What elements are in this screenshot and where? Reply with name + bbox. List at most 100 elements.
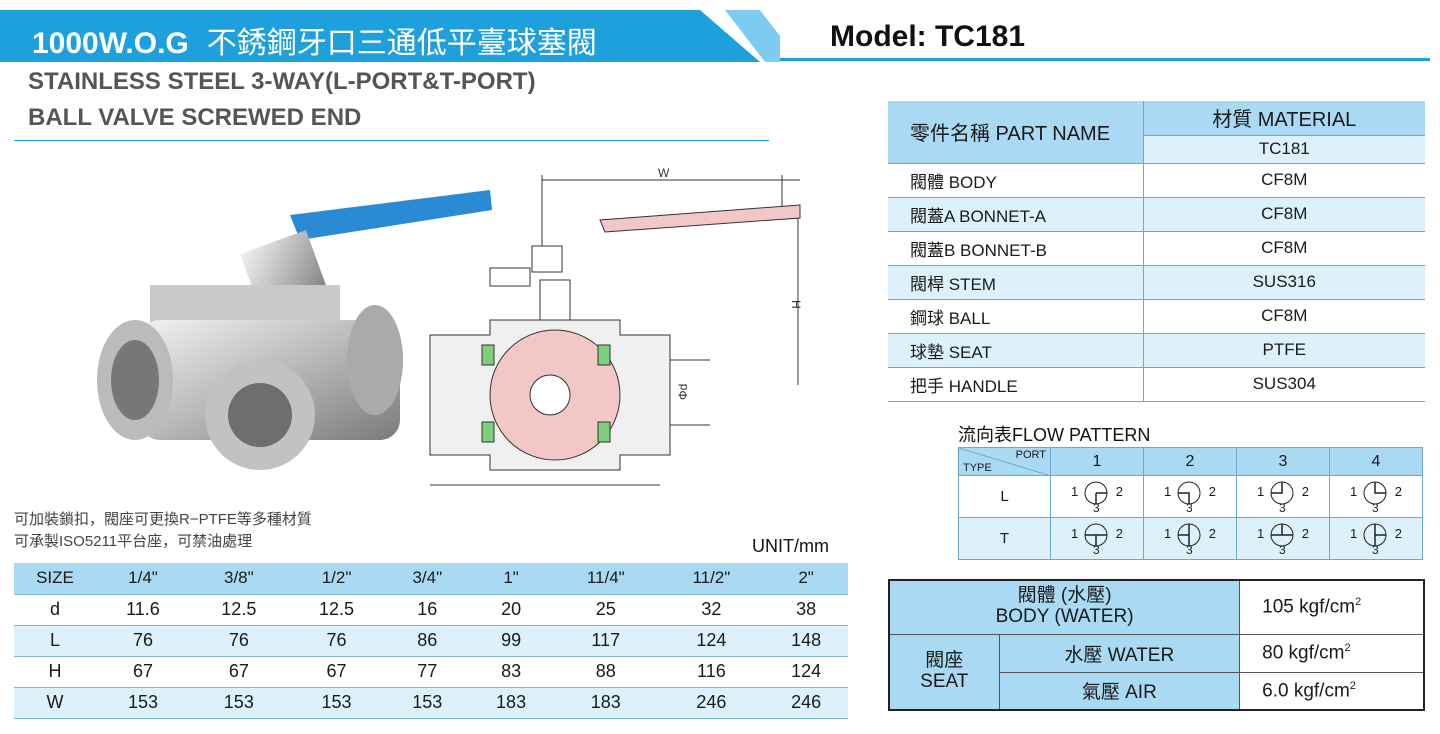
body-pressure-label: 閥體 (水壓)BODY (WATER): [888, 579, 1241, 635]
material-value: CF8M: [1143, 299, 1425, 334]
table-row: 閥體 (水壓)BODY (WATER) 105 kgf/cm2: [888, 579, 1425, 635]
material-header: 零件名稱 PART NAME 材質 MATERIAL: [888, 101, 1425, 164]
part-name: 閥蓋A BONNET-A: [888, 197, 1144, 232]
table-cell: 86: [385, 625, 470, 657]
table-cell: H: [14, 656, 96, 688]
table-row: 氣壓 AIR 6.0 kgf/cm2: [889, 671, 1425, 711]
port-header: 1: [1050, 447, 1144, 476]
table-cell: 88: [552, 656, 659, 688]
part-name: 球墊 SEAT: [888, 333, 1144, 368]
table-cell: 38: [764, 594, 848, 626]
subtitle-rule: [14, 140, 769, 141]
table-cell: 67: [189, 656, 288, 688]
table-cell: 3/8": [189, 563, 288, 595]
w-label: W: [658, 166, 670, 180]
note-line1: 可加裝鎖扣，閥座可更換R−PTFE等多種材質: [14, 511, 312, 528]
table-cell: 2": [764, 563, 848, 595]
table-cell: SIZE: [14, 563, 96, 595]
type-cell: T: [958, 517, 1051, 560]
table-cell: 16: [385, 594, 470, 626]
table-cell: 183: [469, 687, 553, 719]
d-label: Φd: [676, 384, 690, 400]
table-cell: 153: [96, 687, 190, 719]
table-cell: 67: [287, 656, 386, 688]
table-cell: 83: [469, 656, 553, 688]
part-name-header: 零件名稱 PART NAME: [888, 101, 1144, 164]
table-cell: 76: [96, 625, 190, 657]
subtitle-line2: BALL VALVE SCREWED END: [28, 104, 362, 131]
port-header: 4: [1329, 447, 1423, 476]
table-cell: 76: [287, 625, 386, 657]
table-cell: 246: [764, 687, 848, 719]
table-cell: d: [14, 594, 96, 626]
table-cell: 246: [658, 687, 765, 719]
unit-label: UNIT/mm: [752, 536, 829, 556]
material-table: 零件名稱 PART NAME 材質 MATERIAL TC181 閥體 BODY…: [888, 101, 1425, 402]
table-cell: 11.6: [96, 594, 190, 626]
header-banner: [0, 10, 780, 62]
table-cell: 153: [287, 687, 386, 719]
subtitle-line1: STAINLESS STEEL 3-WAY(L-PORT&T-PORT): [28, 68, 536, 95]
type-label: TYPE: [963, 462, 992, 474]
table-cell: 1": [469, 563, 553, 595]
table-cell: 183: [552, 687, 659, 719]
size-table: SIZE 1/4" 3/8" 1/2" 3/4" 1" 11/4" 11/2" …: [14, 563, 848, 719]
type-cell: L: [958, 475, 1051, 518]
table-cell: 3/4": [385, 563, 470, 595]
material-header-cell: 材質 MATERIAL: [1143, 101, 1425, 136]
table-cell: 20: [469, 594, 553, 626]
part-name: 閥體 BODY: [888, 163, 1144, 198]
type-port-cell: PORT TYPE: [958, 447, 1051, 476]
flow-header: PORT TYPE 1 2 3 4: [958, 447, 1423, 476]
size-table-header: SIZE 1/4" 3/8" 1/2" 3/4" 1" 11/4" 11/2" …: [14, 563, 848, 595]
material-value: PTFE: [1143, 333, 1425, 368]
port-header: 2: [1143, 447, 1237, 476]
table-cell: 153: [189, 687, 288, 719]
material-value: CF8M: [1143, 197, 1425, 232]
table-cell: 124: [764, 656, 848, 688]
table-cell: 116: [658, 656, 765, 688]
table-cell: L: [14, 625, 96, 657]
material-value: SUS316: [1143, 265, 1425, 300]
table-row: d 11.6 12.5 12.5 16 20 25 32 38: [14, 594, 848, 626]
table-cell: 11/2": [658, 563, 765, 595]
table-cell: 153: [385, 687, 470, 719]
table-cell: 76: [189, 625, 288, 657]
table-cell: 148: [764, 625, 848, 657]
table-cell: 11/4": [552, 563, 659, 595]
table-cell: 32: [658, 594, 765, 626]
h-label: H: [789, 300, 803, 309]
table-cell: 124: [658, 625, 765, 657]
body-pressure-value: 105 kgf/cm2: [1239, 579, 1425, 635]
table-cell: 1/4": [96, 563, 190, 595]
material-value: SUS304: [1143, 367, 1425, 402]
port-header: 3: [1236, 447, 1330, 476]
model-label: Model: TC181: [830, 20, 1026, 53]
part-name: 鋼球 BALL: [888, 299, 1144, 334]
water-label: 水壓 WATER: [998, 633, 1241, 673]
table-cell: 117: [552, 625, 659, 657]
table-cell: 12.5: [189, 594, 288, 626]
part-name: 閥蓋B BONNET-B: [888, 231, 1144, 266]
part-name: 閥桿 STEM: [888, 265, 1144, 300]
material-value: CF8M: [1143, 231, 1425, 266]
table-cell: W: [14, 687, 96, 719]
valve-photo: [97, 190, 492, 470]
table-cell: 1/2": [287, 563, 386, 595]
diagonal-divider: [959, 448, 1051, 476]
table-cell: 25: [552, 594, 659, 626]
